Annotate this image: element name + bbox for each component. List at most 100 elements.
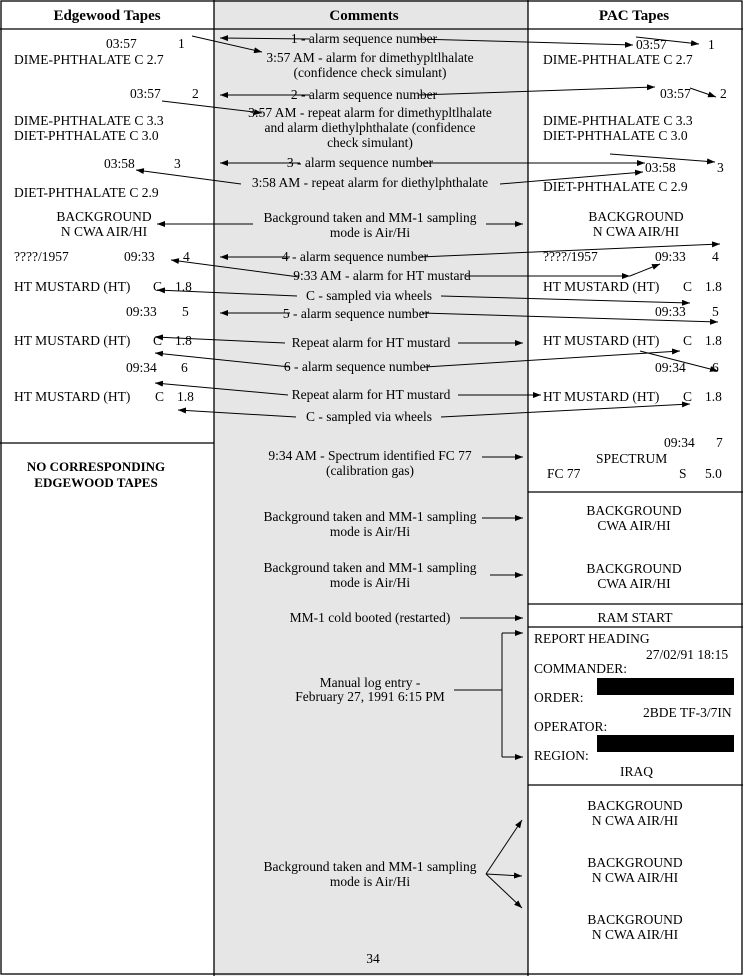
pac-background: BACKGROUND xyxy=(587,855,683,870)
edgewood-class: C xyxy=(153,333,163,348)
pac-background: N CWA AIR/HI xyxy=(592,224,680,239)
pac-time: 09:34 xyxy=(655,360,686,375)
pac-commander-label: COMMANDER: xyxy=(534,661,628,676)
comment: Background taken and MM-1 sampling xyxy=(263,560,477,575)
comment: 3:58 AM - repeat alarm for diethylphthal… xyxy=(251,175,489,190)
pac-class: S xyxy=(679,466,687,481)
pac-time: 03:57 xyxy=(636,37,667,52)
comment: Repeat alarm for HT mustard xyxy=(291,335,451,350)
pac-operator-label: OPERATOR: xyxy=(534,719,608,734)
pac-detection: DIET-PHTHALATE C 2.9 xyxy=(543,179,688,194)
comment: 2 - alarm sequence number xyxy=(290,87,438,102)
pac-value: 5.0 xyxy=(705,466,722,481)
comment: 3:57 AM - alarm for dimethypltlhalate xyxy=(266,50,474,65)
pac-detection: HT MUSTARD (HT) xyxy=(543,389,660,404)
pac-seq: 5 xyxy=(712,304,719,319)
comment: 3 - alarm sequence number xyxy=(286,155,434,170)
pac-background: BACKGROUND xyxy=(587,798,683,813)
pac-background: CWA AIR/HI xyxy=(597,576,671,591)
edgewood-detection: DIME-PHTHALATE C 2.7 xyxy=(14,52,164,67)
pac-background: BACKGROUND xyxy=(586,561,682,576)
pac-class: C xyxy=(683,279,693,294)
comment: Background taken and MM-1 sampling xyxy=(263,859,477,874)
comment: check simulant) xyxy=(327,135,413,150)
pac-seq: 7 xyxy=(716,435,723,450)
edgewood-time: 03:57 xyxy=(106,36,137,51)
header-edgewood: Edgewood Tapes xyxy=(53,8,161,24)
comment: 9:34 AM - Spectrum identified FC 77 xyxy=(268,448,472,463)
pac-detection: HT MUSTARD (HT) xyxy=(543,279,660,294)
pac-background: N CWA AIR/HI xyxy=(591,927,679,942)
edgewood-seq: 5 xyxy=(182,304,189,319)
comment: Background taken and MM-1 sampling xyxy=(263,210,477,225)
edgewood-time: 09:34 xyxy=(126,360,157,375)
comment: MM-1 cold booted (restarted) xyxy=(289,610,451,625)
pac-order-value: 2BDE TF-3/7IN xyxy=(643,705,732,720)
pac-class: C xyxy=(683,333,693,348)
edgewood-seq: 4 xyxy=(183,249,190,264)
pac-background: N CWA AIR/HI xyxy=(591,870,679,885)
pac-value: 1.8 xyxy=(705,279,722,294)
comment: C - sampled via wheels xyxy=(306,409,432,424)
comment: and alarm diethylphthalate (confidence xyxy=(264,120,476,135)
connector-arrows xyxy=(135,35,721,621)
edgewood-detection: DIME-PHTHALATE C 3.3 xyxy=(14,113,164,128)
pac-seq: 3 xyxy=(717,160,724,175)
pac-seq: 1 xyxy=(708,37,715,52)
pac-seq: 6 xyxy=(712,360,719,375)
pac-time: 09:34 xyxy=(664,435,695,450)
pac-time: 03:57 xyxy=(660,86,691,101)
comment: 5 - alarm sequence number xyxy=(282,306,430,321)
edgewood-seq: 2 xyxy=(192,86,199,101)
comment: (calibration gas) xyxy=(325,463,415,478)
pac-seq: 2 xyxy=(720,86,727,101)
pac-unknown-date: ????/1957 xyxy=(543,249,598,264)
pac-value: 1.8 xyxy=(705,333,722,348)
pac-time: 09:33 xyxy=(655,304,686,319)
pac-report-heading: REPORT HEADING xyxy=(534,631,650,646)
pac-detection: DIME-PHTHALATE C 2.7 xyxy=(543,52,693,67)
header-pac: PAC Tapes xyxy=(598,8,670,24)
comment: Repeat alarm for HT mustard xyxy=(291,387,451,402)
pac-background: BACKGROUND xyxy=(587,912,683,927)
pac-region-label: REGION: xyxy=(534,748,589,763)
edgewood-unknown-date: ????/1957 xyxy=(14,249,69,264)
edgewood-detection: HT MUSTARD (HT) xyxy=(14,279,131,294)
page-number: 34 xyxy=(366,951,380,966)
pac-spectrum: SPECTRUM xyxy=(596,451,668,466)
pac-region-value: IRAQ xyxy=(620,764,653,779)
redaction-bar xyxy=(597,735,734,752)
pac-time: 03:58 xyxy=(645,160,676,175)
comment: Background taken and MM-1 sampling xyxy=(263,509,477,524)
edgewood-detection: HT MUSTARD (HT) xyxy=(14,333,131,348)
comment: (confidence check simulant) xyxy=(293,65,447,80)
pac-order-label: ORDER: xyxy=(534,690,584,705)
comment: 9:33 AM - alarm for HT mustard xyxy=(293,268,471,283)
comment: mode is Air/Hi xyxy=(329,575,411,590)
pac-background: CWA AIR/HI xyxy=(597,518,671,533)
edgewood-detection: HT MUSTARD (HT) xyxy=(14,389,131,404)
redaction-bar xyxy=(597,678,734,695)
edgewood-time: 03:57 xyxy=(130,86,161,101)
pac-detection: DIME-PHTHALATE C 3.3 xyxy=(543,113,693,128)
manual-log-bracket xyxy=(454,633,503,757)
edgewood-value: 1.8 xyxy=(177,389,194,404)
comment: February 27, 1991 6:15 PM xyxy=(295,689,445,704)
edgewood-detection: DIET-PHTHALATE C 3.0 xyxy=(14,128,159,143)
header-comments: Comments xyxy=(329,8,399,24)
pac-background: BACKGROUND xyxy=(586,503,682,518)
edgewood-class: C xyxy=(153,279,163,294)
pac-time: 09:33 xyxy=(655,249,686,264)
comment: 6 - alarm sequence number xyxy=(283,359,431,374)
edgewood-seq: 3 xyxy=(174,156,181,171)
pac-seq: 4 xyxy=(712,249,719,264)
no-corresponding-note: NO CORRESPONDING EDGEWOOD TAPES xyxy=(26,459,166,490)
pac-fc: FC 77 xyxy=(547,466,581,481)
comment: mode is Air/Hi xyxy=(329,524,411,539)
edgewood-seq: 6 xyxy=(181,360,188,375)
edgewood-class: C xyxy=(155,389,165,404)
comment: 4 - alarm sequence number xyxy=(281,249,429,264)
edgewood-seq: 1 xyxy=(178,36,185,51)
pac-class: C xyxy=(683,389,693,404)
